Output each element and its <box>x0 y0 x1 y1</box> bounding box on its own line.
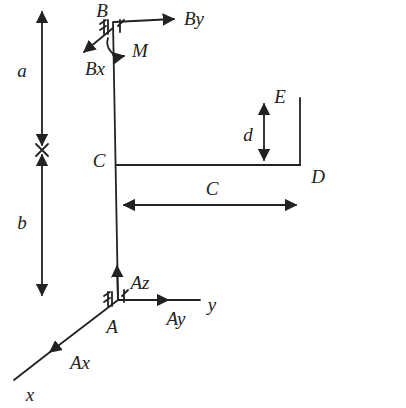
force-label: By <box>184 9 204 28</box>
force-arrow <box>50 300 118 352</box>
axis-label: y <box>208 295 216 314</box>
support-hatch <box>104 290 128 306</box>
point-label: A <box>106 317 118 336</box>
dimension-arrow <box>41 155 43 295</box>
axis-label: x <box>26 385 34 404</box>
dimension-arrow <box>41 12 43 145</box>
dimension-tick <box>36 144 48 156</box>
force-label: Ax <box>70 353 90 372</box>
force-arrow <box>117 266 118 300</box>
point-label: B <box>96 1 108 20</box>
force-label: Bx <box>85 59 105 78</box>
point-label: C <box>93 151 106 170</box>
beam-member <box>299 98 301 165</box>
axis-line <box>168 299 200 301</box>
column-member <box>113 22 118 300</box>
dimension-label: C <box>206 179 219 198</box>
dimension-label: d <box>243 125 253 144</box>
force-arrow <box>118 299 168 301</box>
force-arrow <box>114 19 174 22</box>
axis-line <box>14 352 50 380</box>
point-label: D <box>311 167 325 186</box>
dimension-label: a <box>17 61 27 80</box>
moment-arrow <box>107 38 124 56</box>
moment-label: M <box>132 41 148 60</box>
force-label: Az <box>131 273 150 292</box>
beam-member <box>116 164 300 166</box>
dimension-label: b <box>17 213 27 232</box>
dimension-arrow <box>124 204 296 206</box>
force-label: Ay <box>167 309 186 328</box>
dimension-arrow <box>263 104 265 160</box>
point-label: E <box>274 87 286 106</box>
